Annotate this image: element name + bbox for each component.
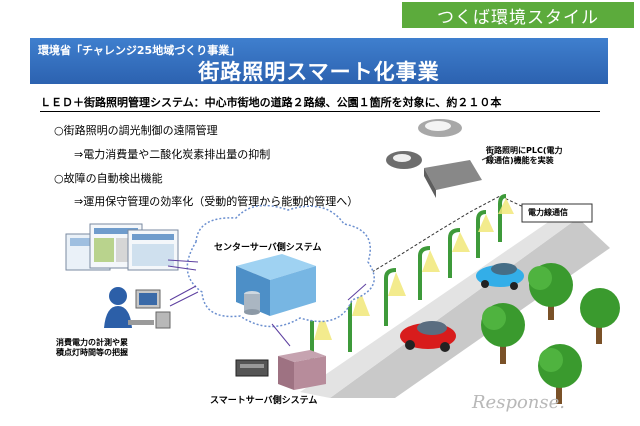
- plc-label: 街路照明にPLC(電力 線通信)機能を実装: [486, 146, 563, 166]
- plc-callout-line: [481, 153, 495, 161]
- monitor-label-line1: 消費電力の計測や累: [56, 338, 128, 347]
- bullet-1: ○街路照明の調光制御の遠隔管理: [54, 124, 218, 137]
- plc-label-line2: 線通信)機能を実装: [486, 156, 554, 165]
- red-car: [400, 321, 456, 352]
- summary-line: ＬＥＤ＋街路照明管理システム：中心市街地の道路２路線、公園１箇所を対象に、約２１…: [40, 94, 600, 112]
- blue-car: [476, 263, 524, 290]
- bullet-4: ⇒運用保守管理の効率化（受動的管理から能動的管理へ）: [74, 195, 359, 208]
- center-server-label: センターサーバ側システム: [214, 243, 322, 253]
- title-banner: 環境省「チャレンジ25地域づくり事業」 街路照明スマート化事業: [30, 38, 608, 84]
- banner-title: 街路照明スマート化事業: [198, 60, 440, 84]
- smart-server-icon: [235, 350, 326, 390]
- management-screenshots: [65, 223, 179, 271]
- monitor-label-line2: 積点灯時間等の把握: [56, 348, 128, 357]
- trees: [481, 263, 620, 404]
- led-lamp-photo: [386, 119, 482, 198]
- connection-lines: [167, 259, 367, 347]
- operator-pc-icon: [104, 287, 171, 329]
- bullet-2: ⇒電力消費量や二酸化炭素排出量の抑制: [74, 148, 271, 161]
- lamp-light-cones: [314, 198, 514, 340]
- road: [330, 218, 610, 398]
- watermark-logo: Response.: [472, 392, 566, 413]
- plc-label-line1: 街路照明にPLC(電力: [486, 146, 563, 155]
- powerline-label: 電力線通信: [528, 208, 568, 217]
- smart-server-label: スマートサーバ側システム: [210, 396, 318, 406]
- monitor-label: 消費電力の計測や累 積点灯時間等の把握: [56, 338, 128, 358]
- banner-subtitle: 環境省「チャレンジ25地域づくり事業」: [38, 44, 241, 57]
- bullet-3: ○故障の自動検出機能: [54, 172, 163, 185]
- powerline-label-box: [521, 203, 593, 223]
- powerline-route: [371, 195, 531, 273]
- server-building-icon: [236, 254, 316, 316]
- brand-badge: つくば環境スタイル: [402, 2, 634, 28]
